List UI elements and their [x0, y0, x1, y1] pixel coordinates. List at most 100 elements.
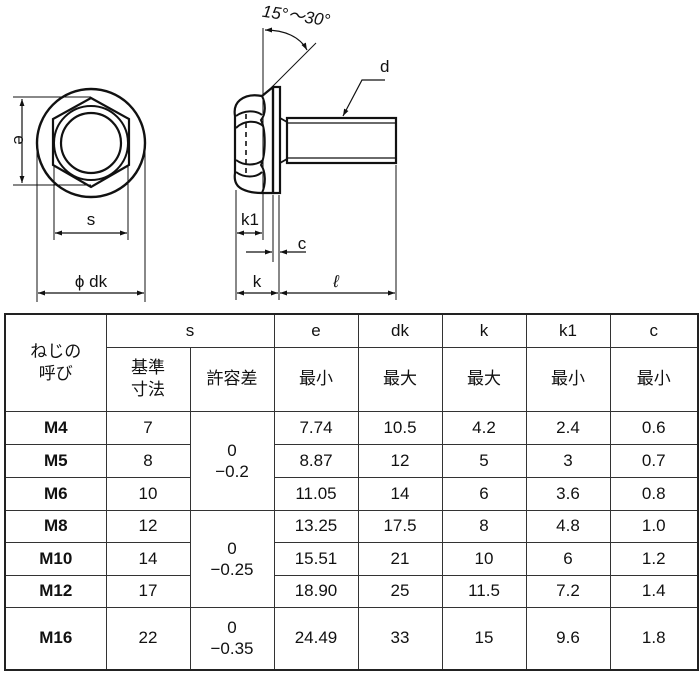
angle-arc	[264, 27, 308, 51]
e-label: e	[10, 135, 29, 144]
cell-e: 13.25	[273, 509, 359, 543]
header-s: s	[105, 313, 275, 348]
cell-e: 8.87	[273, 443, 359, 478]
cell-size: M12	[4, 574, 107, 608]
cell-dk: 17.5	[357, 509, 443, 543]
header-s-nominal: 基準 寸法	[105, 346, 191, 412]
header-s-nominal-line1: 基準	[131, 358, 165, 378]
cell-size: M8	[4, 509, 107, 543]
cell-k1: 2.4	[525, 410, 611, 445]
k1-label: k1	[241, 210, 259, 229]
cell-dk: 10.5	[357, 410, 443, 445]
hex-head-side	[233, 94, 263, 195]
cell-k: 4.2	[441, 410, 527, 445]
cell-size: M4	[4, 410, 107, 445]
cell-k1: 6	[525, 541, 611, 576]
d-leader	[342, 79, 385, 117]
cell-e: 18.90	[273, 574, 359, 608]
cell-k: 15	[441, 606, 527, 671]
dimension-table: ねじの 呼び s e dk k k1 c 基準 寸法 許容差 最小 最大 最大 …	[4, 313, 699, 671]
length-label: ℓ	[332, 272, 339, 291]
cell-s-tolerance: 0−0.2	[189, 410, 275, 511]
cell-s: 14	[105, 541, 191, 576]
angle-label: 15°～30°	[261, 2, 332, 30]
cell-c: 1.8	[609, 606, 699, 671]
table-row: M4 7 0−0.2 7.74 10.5 4.2 2.4 0.6	[4, 410, 699, 511]
table-row: M8 12 0−0.25 13.25 17.5 8 4.8 1.0	[4, 509, 699, 608]
k-label: k	[253, 272, 262, 291]
cell-dk: 33	[357, 606, 443, 671]
header-e: e	[273, 313, 359, 348]
shank	[285, 116, 398, 165]
cell-k: 11.5	[441, 574, 527, 608]
s-label: s	[87, 210, 96, 229]
cell-s-tolerance: 0−0.25	[189, 509, 275, 608]
header-c: c	[609, 313, 699, 348]
cell-c: 0.8	[609, 476, 699, 511]
cell-k1: 9.6	[525, 606, 611, 671]
table-row: M16 22 0−0.35 24.49 33 15 9.6 1.8	[4, 606, 699, 671]
table-row: M10 14 15.51 21 10 6 1.2	[4, 541, 699, 576]
cell-c: 1.2	[609, 541, 699, 576]
header-k1-min: 最小	[525, 346, 611, 412]
cell-s: 7	[105, 410, 191, 445]
bolt-technical-drawing: e s ϕ dk 15°～30° d	[0, 0, 700, 310]
d-label: d	[380, 57, 389, 76]
cell-c: 0.6	[609, 410, 699, 445]
cell-s: 17	[105, 574, 191, 608]
header-c-min: 最小	[609, 346, 699, 412]
cell-k1: 3	[525, 443, 611, 478]
cell-k: 8	[441, 509, 527, 543]
header-k1: k1	[525, 313, 611, 348]
header-thread-size-line1: ねじの	[30, 341, 82, 362]
cell-s-tolerance: 0−0.35	[189, 606, 275, 671]
tolerance-lower: −0.35	[210, 639, 254, 659]
tolerance-upper: 0	[227, 538, 237, 558]
flange-circle	[35, 87, 147, 199]
cell-s: 12	[105, 509, 191, 543]
cell-e: 24.49	[273, 606, 359, 671]
front-view	[13, 87, 147, 302]
cell-size: M6	[4, 476, 107, 511]
tolerance-lower: −0.25	[210, 559, 254, 579]
hex-head	[51, 96, 131, 189]
side-view	[233, 27, 398, 300]
header-dk-max: 最大	[357, 346, 443, 412]
cell-dk: 25	[357, 574, 443, 608]
header-row-2: 基準 寸法 許容差 最小 最大 最大 最小 最小	[5, 346, 699, 412]
cell-size: M10	[4, 541, 107, 576]
header-thread-size: ねじの 呼び	[4, 313, 107, 412]
tolerance-lower: −0.2	[215, 461, 249, 481]
cell-s: 8	[105, 443, 191, 478]
header-s-tolerance: 許容差	[189, 346, 275, 412]
cell-k: 5	[441, 443, 527, 478]
c-label: c	[298, 234, 307, 253]
cell-k1: 4.8	[525, 509, 611, 543]
table-row: M12 17 18.90 25 11.5 7.2 1.4	[4, 574, 699, 608]
header-thread-size-line2: 呼び	[38, 363, 73, 384]
inner-circle	[59, 111, 123, 175]
table-row: M6 10 11.05 14 6 3.6 0.8	[4, 476, 699, 511]
cell-size: M16	[4, 606, 107, 671]
cell-k1: 3.6	[525, 476, 611, 511]
cell-c: 0.7	[609, 443, 699, 478]
header-k: k	[441, 313, 527, 348]
tolerance-upper: 0	[227, 618, 237, 638]
cell-e: 11.05	[273, 476, 359, 511]
cell-c: 1.0	[609, 509, 699, 543]
tolerance-upper: 0	[227, 440, 237, 460]
cell-c: 1.4	[609, 574, 699, 608]
header-dk: dk	[357, 313, 443, 348]
header-e-min: 最小	[273, 346, 359, 412]
dk-label: ϕ dk	[75, 272, 108, 291]
cell-k: 10	[441, 541, 527, 576]
cell-s: 10	[105, 476, 191, 511]
table-row: M5 8 8.87 12 5 3 0.7	[4, 443, 699, 478]
header-row-1: ねじの 呼び s e dk k k1 c	[4, 313, 699, 412]
header-s-nominal-line2: 寸法	[131, 380, 165, 400]
cell-s: 22	[105, 606, 191, 671]
cell-dk: 12	[357, 443, 443, 478]
header-k-max: 最大	[441, 346, 527, 412]
cell-e: 15.51	[273, 541, 359, 576]
cell-dk: 21	[357, 541, 443, 576]
